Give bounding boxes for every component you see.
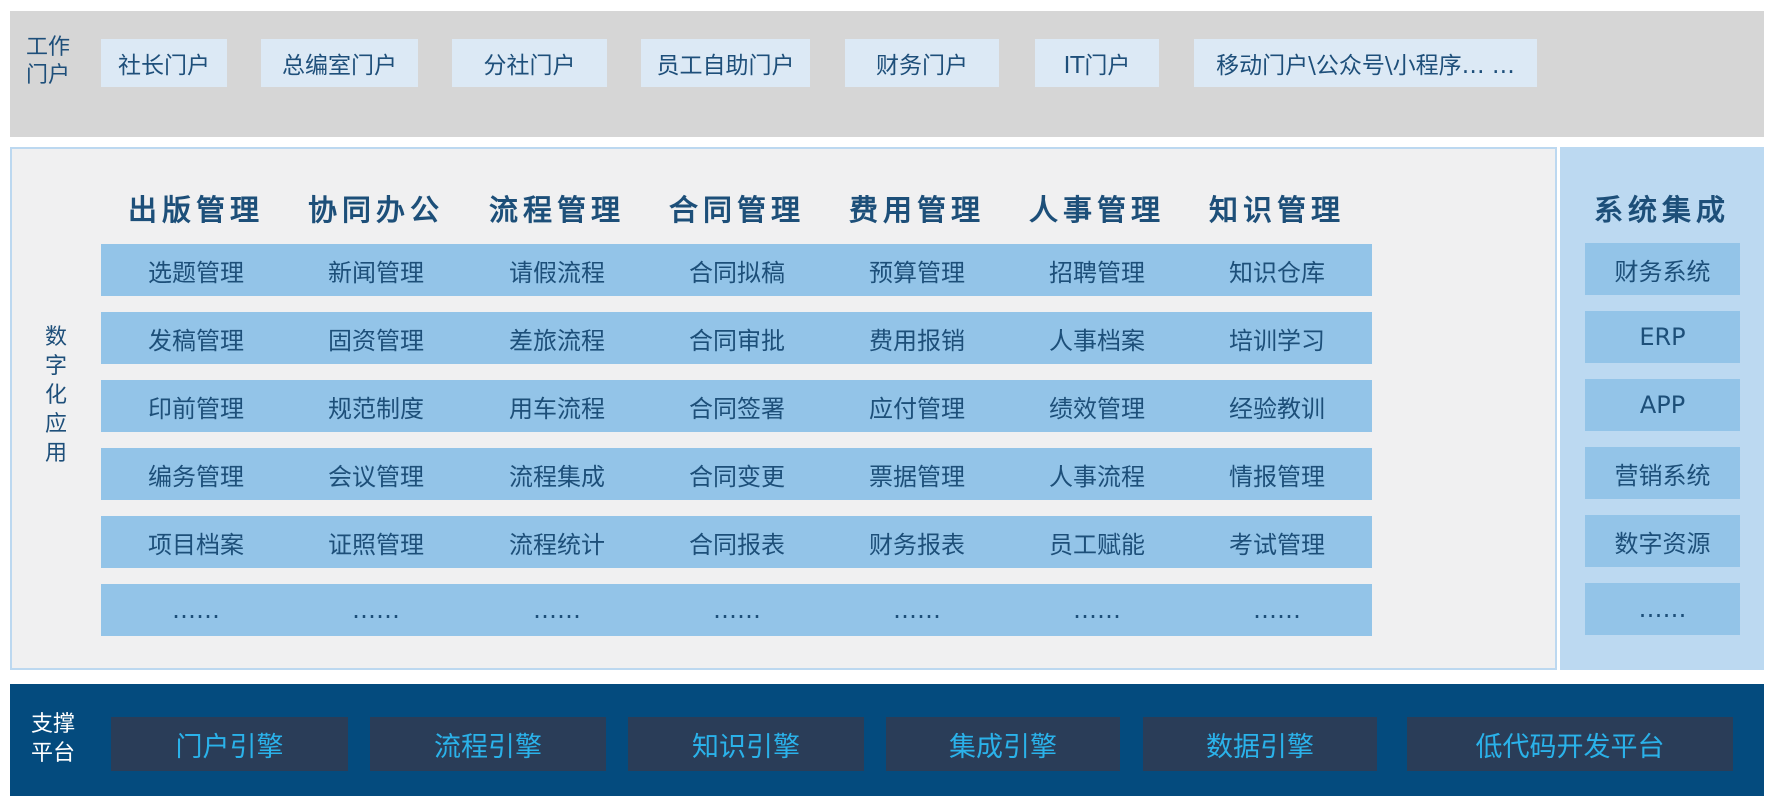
module-cell[interactable]: 合同签署	[642, 380, 832, 432]
column-header: 流程管理	[488, 193, 625, 227]
module-cell[interactable]: 考试管理	[1182, 516, 1372, 568]
module-cell[interactable]: 合同拟稿	[642, 244, 832, 296]
module-cell[interactable]: 证照管理	[281, 516, 471, 568]
module-cell[interactable]: 印前管理	[101, 380, 291, 432]
portal-box[interactable]: 社长门户	[101, 39, 227, 87]
module-cell[interactable]: 用车流程	[462, 380, 652, 432]
engine-box[interactable]: 知识引擎	[628, 717, 864, 771]
module-cell[interactable]: ……	[462, 584, 652, 636]
module-cell[interactable]: 绩效管理	[1002, 380, 1192, 432]
portal-box[interactable]: 移动门户\公众号\小程序… …	[1194, 39, 1537, 87]
module-cell[interactable]: 合同变更	[642, 448, 832, 500]
portal-box[interactable]: IT门户	[1035, 39, 1159, 87]
column-header: 合同管理	[668, 193, 805, 227]
module-cell[interactable]: 流程集成	[462, 448, 652, 500]
module-cell[interactable]: 差旅流程	[462, 312, 652, 364]
column-header: 费用管理	[848, 193, 985, 227]
module-cell[interactable]: 费用报销	[822, 312, 1012, 364]
integration-item[interactable]: 财务系统	[1585, 243, 1740, 295]
module-cell[interactable]: ……	[101, 584, 291, 636]
module-cell[interactable]: ……	[1182, 584, 1372, 636]
module-cell[interactable]: 应付管理	[822, 380, 1012, 432]
support-section-label: 支撑 平台	[30, 712, 75, 766]
portal-box[interactable]: 总编室门户	[261, 39, 418, 87]
module-cell[interactable]: 固资管理	[281, 312, 471, 364]
module-cell[interactable]: 流程统计	[462, 516, 652, 568]
engine-box[interactable]: 低代码开发平台	[1407, 717, 1733, 771]
module-cell[interactable]: ……	[281, 584, 471, 636]
integration-item[interactable]: ERP	[1585, 311, 1740, 363]
integration-title: 系统集成	[1593, 193, 1730, 227]
module-cell[interactable]: 发稿管理	[101, 312, 291, 364]
module-cell[interactable]: ……	[1002, 584, 1192, 636]
module-cell[interactable]: 人事流程	[1002, 448, 1192, 500]
module-cell[interactable]: 规范制度	[281, 380, 471, 432]
portal-box[interactable]: 财务门户	[845, 39, 999, 87]
module-cell[interactable]: 情报管理	[1182, 448, 1372, 500]
application-section-label: 数 字 化 应 用	[44, 325, 67, 466]
module-cell[interactable]: 预算管理	[822, 244, 1012, 296]
module-cell[interactable]: 培训学习	[1182, 312, 1372, 364]
module-cell[interactable]: 会议管理	[281, 448, 471, 500]
module-cell[interactable]: 招聘管理	[1002, 244, 1192, 296]
module-cell[interactable]: 票据管理	[822, 448, 1012, 500]
engine-box[interactable]: 门户引擎	[111, 717, 348, 771]
module-cell[interactable]: 经验教训	[1182, 380, 1372, 432]
engine-box[interactable]: 数据引擎	[1143, 717, 1377, 771]
module-cell[interactable]: 员工赋能	[1002, 516, 1192, 568]
column-header: 知识管理	[1208, 193, 1345, 227]
module-cell[interactable]: 知识仓库	[1182, 244, 1372, 296]
column-header: 协同办公	[307, 193, 444, 227]
module-cell[interactable]: 请假流程	[462, 244, 652, 296]
engine-box[interactable]: 流程引擎	[370, 717, 606, 771]
column-header: 人事管理	[1028, 193, 1165, 227]
module-cell[interactable]: 新闻管理	[281, 244, 471, 296]
module-cell[interactable]: ……	[822, 584, 1012, 636]
integration-item[interactable]: 数字资源	[1585, 515, 1740, 567]
module-cell[interactable]: 合同报表	[642, 516, 832, 568]
engine-box[interactable]: 集成引擎	[886, 717, 1120, 771]
module-cell[interactable]: 人事档案	[1002, 312, 1192, 364]
integration-item[interactable]: ……	[1585, 583, 1740, 635]
module-cell[interactable]: 选题管理	[101, 244, 291, 296]
integration-item[interactable]: APP	[1585, 379, 1740, 431]
module-cell[interactable]: 项目档案	[101, 516, 291, 568]
integration-item[interactable]: 营销系统	[1585, 447, 1740, 499]
portal-section-label: 工作 门户	[25, 35, 70, 88]
portal-box[interactable]: 分社门户	[452, 39, 607, 87]
portal-box[interactable]: 员工自助门户	[641, 39, 810, 87]
module-cell[interactable]: ……	[642, 584, 832, 636]
module-cell[interactable]: 编务管理	[101, 448, 291, 500]
column-header: 出版管理	[127, 193, 264, 227]
module-cell[interactable]: 财务报表	[822, 516, 1012, 568]
module-cell[interactable]: 合同审批	[642, 312, 832, 364]
